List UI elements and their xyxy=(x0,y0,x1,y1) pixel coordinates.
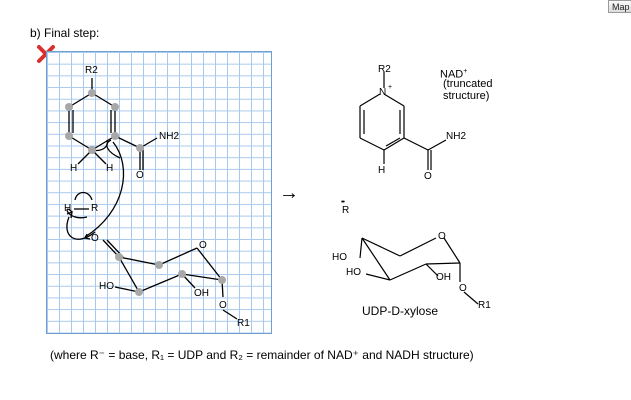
amide-o-label: O xyxy=(136,170,144,181)
hr-h-label: H xyxy=(64,203,72,214)
nad-o-label: O xyxy=(424,171,432,182)
nad-r2-label: R2 xyxy=(378,64,391,75)
nad-truncated-line1: (truncated xyxy=(443,78,493,90)
h-right-label: H xyxy=(106,163,114,174)
glycosidic-o-label: O xyxy=(219,300,227,311)
mechanism-drawing xyxy=(65,78,238,320)
xylose-name: UDP-D-xylose xyxy=(362,304,439,318)
h-left-label: H xyxy=(70,163,78,174)
carbonyl-o-label: O xyxy=(91,233,99,244)
oh-label: OH xyxy=(194,288,209,299)
xylose-oh: OH xyxy=(436,272,451,283)
nh2-label: NH2 xyxy=(159,131,180,142)
ho-label: HO xyxy=(99,281,114,292)
hr-r-label: R xyxy=(91,203,99,214)
nad-nh2-label: NH2 xyxy=(446,131,467,142)
nad-n-label: N xyxy=(379,87,387,98)
r2-label: R2 xyxy=(85,65,98,76)
xylose-glycosidic-o: O xyxy=(459,283,467,294)
ring-o-label: O xyxy=(199,240,207,251)
nad-title: NAD+ xyxy=(440,68,468,81)
nad-n-charge: + xyxy=(388,84,393,91)
base-lone-pair: •• xyxy=(341,199,345,206)
base-r-label: R xyxy=(342,205,350,216)
nad-structure xyxy=(359,72,447,170)
atom-nodes xyxy=(65,89,226,296)
xylose-ho-top: HO xyxy=(332,252,347,263)
nad-truncated-line2: structure) xyxy=(443,90,490,102)
footnote: (where R⁻ = base, R₁ = UDP and R₂ = rema… xyxy=(50,348,474,362)
xylose-r1: R1 xyxy=(478,300,491,311)
map-button[interactable]: Map xyxy=(608,0,631,13)
r1-label: R1 xyxy=(237,318,250,329)
xylose-structure xyxy=(359,237,479,305)
nad-h-label: H xyxy=(378,165,386,176)
drawing-canvas[interactable]: R2 NH2 H H O H R O O HO OH O R1 xyxy=(46,51,272,334)
step-title: b) Final step: xyxy=(30,26,100,40)
reaction-arrow: → xyxy=(279,182,299,204)
xylose-ring-o: O xyxy=(438,231,446,242)
xylose-ho-bottom: HO xyxy=(346,267,361,278)
